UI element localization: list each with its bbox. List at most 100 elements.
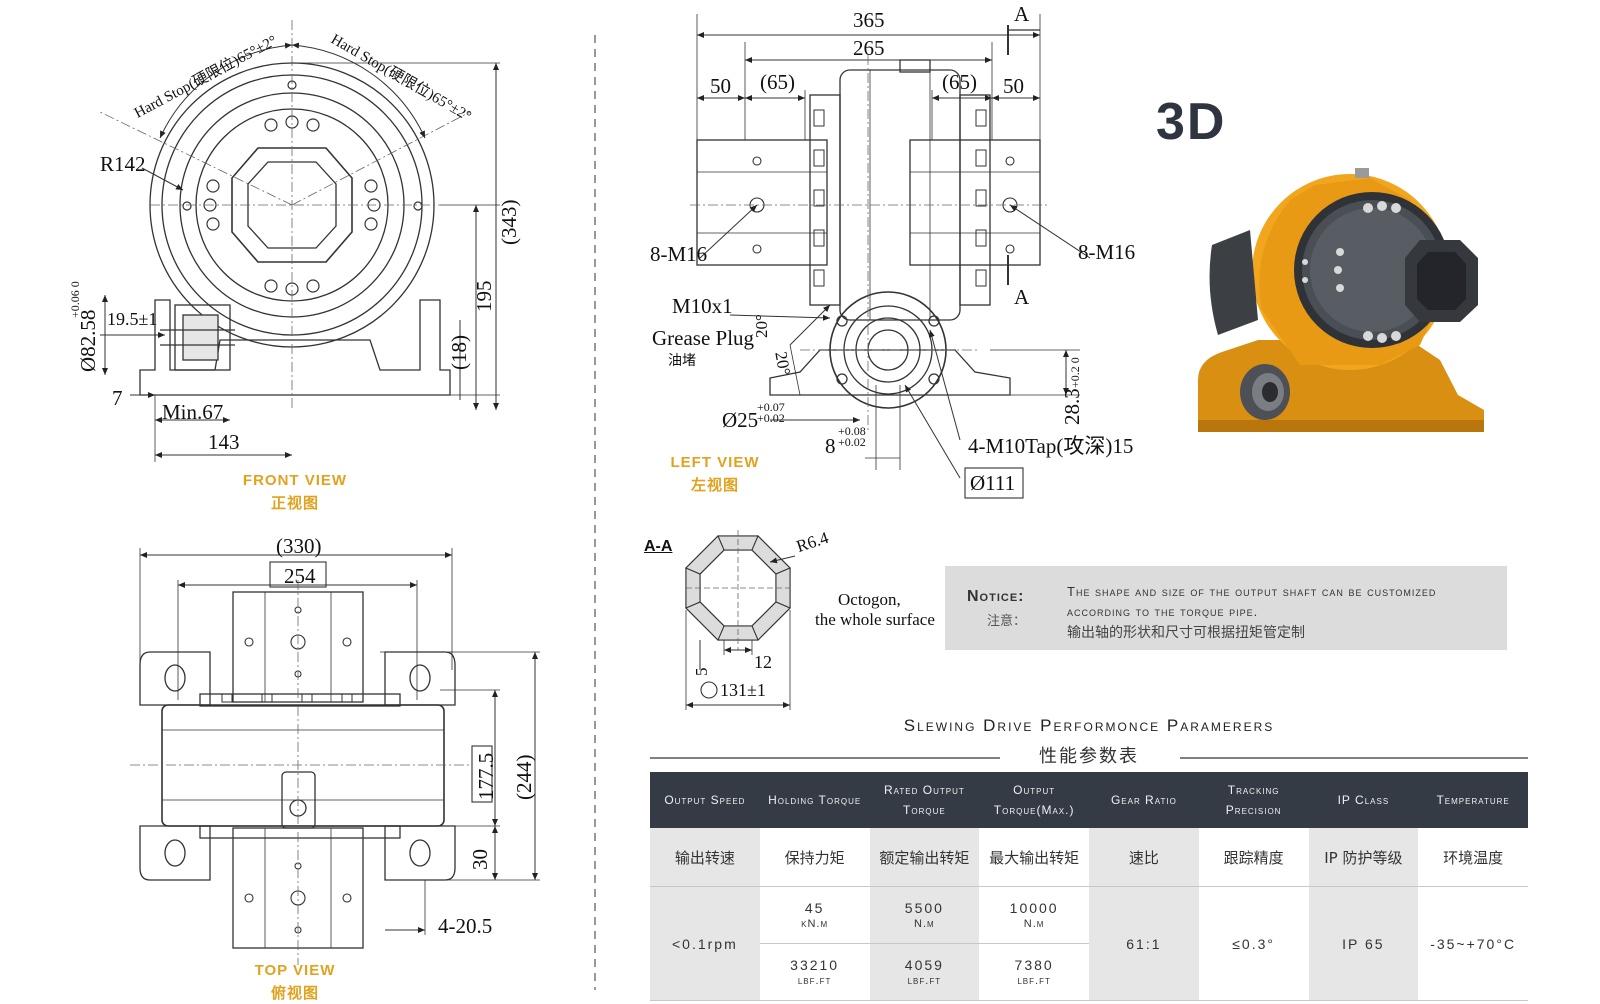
dim-30-label: 30 <box>468 849 492 870</box>
value-temperature: -35~+70°C <box>1430 935 1517 952</box>
unit-rated-torque-1: N.m <box>914 918 935 930</box>
table-title: Slewing Drive Performonce Paramerers <box>903 716 1275 735</box>
tap-m10-label: 4-M10Tap(攻深)15 <box>968 434 1134 458</box>
dim-19-label: 19.5±1 <box>107 309 158 329</box>
dim-82-tolerance: +0.06 0 <box>68 281 82 318</box>
cell-holding-torque-2: 33210 lbf.ft <box>759 943 870 1001</box>
notice-box: Notice: 注意： The shape and size of the ou… <box>945 566 1507 650</box>
value-gear-ratio: 61:1 <box>1126 935 1162 952</box>
value-max-torque-1: 10000 <box>1009 900 1059 916</box>
dim-131-label: 131±1 <box>720 680 766 700</box>
top-view-title: TOP VIEW 俯视图 <box>200 960 390 1004</box>
cell-ip-class: IP 65 <box>1308 886 1419 1001</box>
header-ip-class: IP Class <box>1308 772 1419 828</box>
front-view-drawing <box>99 20 500 462</box>
header-output-torque-max: Output Torque(Max.) <box>979 772 1089 828</box>
front-view-title-en: FRONT VIEW <box>242 472 348 489</box>
min-67-label: Min.67 <box>162 400 224 424</box>
grease-plug-label: Grease Plug <box>652 326 755 350</box>
value-ip-class: IP 65 <box>1342 935 1385 952</box>
notice-heading-cn: 注意： <box>987 614 1027 629</box>
grease-plug-cn-label: 油堵 <box>668 353 696 369</box>
dim-195-label: 195 <box>472 280 496 313</box>
header-cn-gear-ratio: 速比 <box>1089 828 1199 887</box>
cell-max-torque-2: 7380 lbf.ft <box>979 943 1089 1001</box>
top-view-drawing <box>130 548 540 965</box>
angle-20-b-label: 20° <box>771 350 795 377</box>
header-cn-ip-class: IP 防护等级 <box>1308 828 1419 887</box>
m16-right-label: 8-M16 <box>1078 240 1136 264</box>
unit-max-torque-1: N.m <box>1023 918 1045 930</box>
header-cn-max-torque: 最大输出转矩 <box>979 828 1089 887</box>
table-row: <0.1rpm 45 kN.m 5500 N.m 10000 N.m 61:1 … <box>650 886 1528 1001</box>
dim-28-tolerance: +0.2 0 <box>1068 357 1082 388</box>
value-rated-torque-1: 5500 <box>904 900 944 916</box>
unit-holding-torque-1: kN.m <box>801 918 829 930</box>
dim-50-left-label: 50 <box>710 74 731 98</box>
header-gear-ratio: Gear Ratio <box>1089 772 1199 828</box>
cell-max-torque-1: 10000 N.m <box>979 886 1089 944</box>
header-cn-holding-torque: 保持力矩 <box>759 828 870 887</box>
notice-text-cn: 输出轴的形状和尺寸可根据扭矩管定制 <box>1067 625 1305 641</box>
left-view-title: LEFT VIEW 左视图 <box>620 452 810 496</box>
cell-temperature: -35~+70°C <box>1418 886 1528 1001</box>
dim-254-label: 254 <box>284 564 316 588</box>
product-3d-render <box>1198 168 1484 432</box>
dim-365-label: 365 <box>853 8 885 32</box>
dim-7-label: 7 <box>112 386 123 410</box>
dim-25-label: Ø25 <box>722 408 759 432</box>
value-rated-torque-2: 4059 <box>904 957 944 973</box>
value-max-torque-2: 7380 <box>1014 957 1054 973</box>
value-holding-torque-2: 33210 <box>790 957 840 973</box>
notice-text-en: The shape and size of the output shaft c… <box>1067 584 1437 619</box>
dim-8-label: 8 <box>825 434 836 458</box>
dim-65-right-label: (65) <box>942 70 977 94</box>
value-holding-torque-1: 45 <box>804 900 825 916</box>
dim-50-right-label: 50 <box>1003 74 1024 98</box>
header-cn-temperature: 环境温度 <box>1418 828 1528 887</box>
header-rated-output-torque: Rated Output Torque <box>869 772 980 828</box>
radius-r142-label: R142 <box>100 152 146 176</box>
dim-5-label: 5 <box>692 667 711 677</box>
performance-table: Output Speed Holding Torque Rated Output… <box>650 772 1528 1001</box>
cell-rated-torque-1: 5500 N.m <box>869 886 980 944</box>
dim-330-label: (330) <box>276 534 322 558</box>
dim-28-label: 28.3 <box>1060 388 1084 425</box>
left-view-title-cn: 左视图 <box>690 476 739 494</box>
section-marker-top: A <box>1014 2 1030 26</box>
table-header-row: Output Speed Holding Torque Rated Output… <box>650 772 1528 828</box>
table-row: 33210 lbf.ft 4059 lbf.ft 7380 lbf.ft <box>650 943 1528 1001</box>
unit-rated-torque-2: lbf.ft <box>907 975 942 987</box>
top-view-title-cn: 俯视图 <box>270 984 319 1002</box>
dim-265-label: 265 <box>853 36 885 60</box>
top-view-title-en: TOP VIEW <box>254 962 336 979</box>
dim-143-label: 143 <box>208 430 240 454</box>
cell-tracking-precision: ≤0.3° <box>1198 886 1309 1001</box>
cell-output-speed: <0.1rpm <box>650 886 760 1001</box>
dim-12-label: 12 <box>754 652 772 672</box>
left-view-drawing <box>690 14 1091 499</box>
dim-244-label: (244) <box>512 754 536 801</box>
header-tracking-precision: Tracking Precision <box>1198 772 1309 828</box>
dim-343-label: (343) <box>497 199 521 246</box>
dim-177-label: 177.5 <box>474 752 498 800</box>
header-output-speed: Output Speed <box>650 772 760 828</box>
front-view-title-cn: 正视图 <box>270 494 319 512</box>
header-cn-tracking-precision: 跟踪精度 <box>1198 828 1309 887</box>
unit-max-torque-2: lbf.ft <box>1017 975 1051 987</box>
front-view-title: FRONT VIEW 正视图 <box>200 470 390 514</box>
header-temperature: Temperature <box>1418 772 1528 828</box>
m16-left-label: 8-M16 <box>650 242 708 266</box>
cell-holding-torque-1: 45 kN.m <box>759 886 870 944</box>
label-3d: 3D <box>1156 93 1227 151</box>
dim-4-20-label: 4-20.5 <box>438 914 493 938</box>
left-view-title-en: LEFT VIEW <box>670 454 760 471</box>
angle-20-a-label: 20° <box>752 314 771 338</box>
cell-gear-ratio: 61:1 <box>1089 886 1199 1001</box>
header-cn-output-speed: 输出转速 <box>650 828 760 887</box>
section-aa-drawing <box>685 530 796 710</box>
octagon-label: Octogon, <box>838 590 901 609</box>
header-cn-rated-torque: 额定输出转矩 <box>869 828 980 887</box>
header-holding-torque: Holding Torque <box>759 772 870 828</box>
